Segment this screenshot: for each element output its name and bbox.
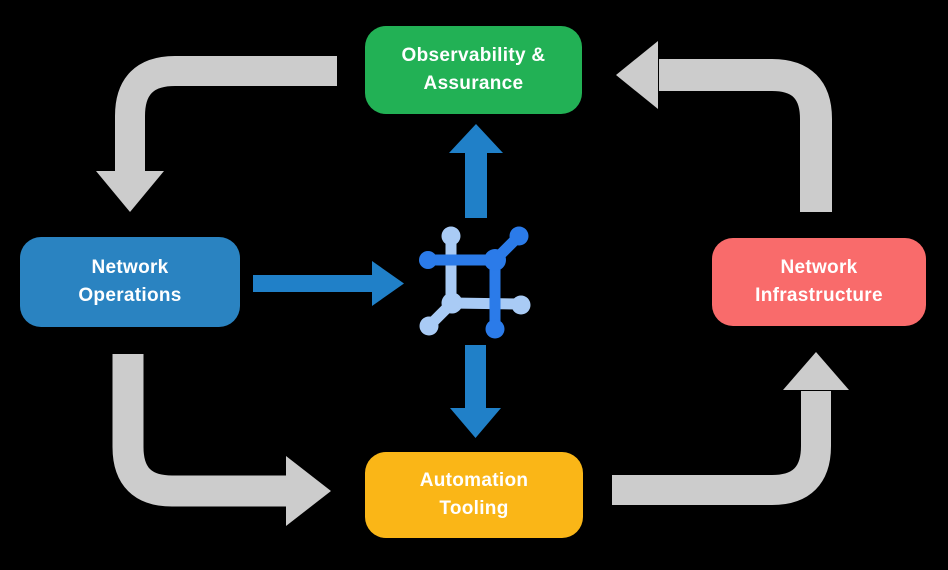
network-mesh-icon bbox=[419, 226, 531, 339]
box-network-infrastructure: Network Infrastructure bbox=[712, 238, 926, 326]
icon-junction-light bbox=[441, 292, 463, 314]
box-automation-tooling: Automation Tooling bbox=[365, 452, 583, 538]
cycle-arrowhead-left-icon bbox=[616, 41, 658, 109]
icon-node-bottom bbox=[485, 319, 505, 339]
flow-arrow-up-icon bbox=[449, 124, 503, 218]
cycle-arrow-automation-to-infrastructure bbox=[612, 391, 831, 505]
box-network-operations: Network Operations bbox=[20, 237, 240, 327]
cycle-arrowhead-up-icon bbox=[783, 352, 849, 390]
box-label-operations: Network Operations bbox=[78, 257, 182, 306]
cycle-arrows bbox=[96, 41, 849, 526]
cycle-arrow-operations-to-automation bbox=[112, 354, 288, 507]
flow-arrow-right-icon bbox=[253, 261, 404, 306]
cycle-arrow-infrastructure-to-observability bbox=[659, 59, 832, 212]
icon-node-bottom-left bbox=[419, 316, 439, 336]
cycle-arrow-observability-to-operations bbox=[115, 56, 337, 172]
icon-junction-dark bbox=[484, 249, 506, 271]
cycle-arrowhead-right-icon bbox=[286, 456, 331, 526]
box-label-observability: Observability & Assurance bbox=[401, 45, 546, 94]
box-label-infrastructure: Network Infrastructure bbox=[755, 257, 883, 306]
icon-node-right bbox=[511, 295, 531, 315]
box-observability-assurance: Observability & Assurance bbox=[365, 26, 582, 114]
flow-arrow-down-icon bbox=[450, 345, 501, 438]
cycle-arrowhead-down-icon bbox=[96, 171, 164, 212]
icon-node-top-right bbox=[509, 226, 529, 246]
icon-light-horizontal-line bbox=[446, 297, 526, 310]
flow-arrows bbox=[253, 124, 503, 438]
icon-node-left bbox=[419, 251, 437, 269]
box-label-automation: Automation Tooling bbox=[419, 470, 529, 519]
icon-node-top bbox=[441, 226, 461, 246]
